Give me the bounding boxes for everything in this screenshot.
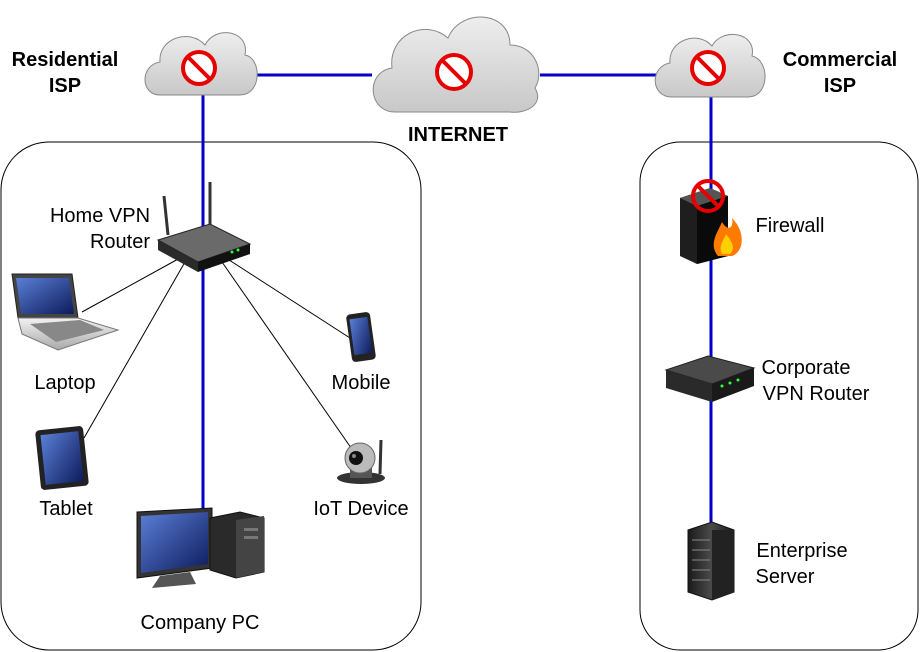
router-icon [156,182,252,272]
company-pc-label: Company PC [141,612,260,634]
server-label-2: Server [756,566,815,588]
wan-links [201,73,713,524]
vpn-router-icon [664,355,756,402]
no-entry-icon [181,50,217,86]
corp-router-label-1: Corporate [762,357,851,379]
corp-router-label-2: VPN Router [763,383,870,405]
firewall-icon [680,179,742,264]
internet-label: INTERNET [408,124,508,146]
webcam-icon [337,439,385,484]
laptop-icon [11,273,120,351]
commercial-isp-label-2: ISP [824,75,856,97]
server-rack-icon [687,521,735,601]
mobile-icon [346,312,376,362]
no-entry-icon [691,179,725,213]
mobile-label: Mobile [332,372,391,394]
lan-links [81,257,357,456]
residential-isp-label-2: ISP [49,75,81,97]
internet-cloud [372,16,540,113]
corporate-network-zone [639,141,919,651]
server-label-1: Enterprise [756,540,847,562]
residential-isp-cloud [144,32,258,96]
no-entry-icon [435,53,473,91]
laptop-label: Laptop [34,372,95,394]
commercial-isp-label-1: Commercial [783,49,898,71]
residential-isp-label-1: Residential [12,49,119,71]
home-router-label-2: Router [90,231,150,253]
tablet-icon [35,426,89,490]
no-entry-icon [690,50,726,86]
iot-label: IoT Device [313,498,408,520]
tablet-label: Tablet [39,498,93,520]
firewall-label: Firewall [756,215,825,237]
home-router-label-1: Home VPN [50,205,150,227]
home-network-zone [0,141,422,651]
desktop-pc-icon [136,507,265,588]
commercial-isp-cloud [654,33,766,98]
